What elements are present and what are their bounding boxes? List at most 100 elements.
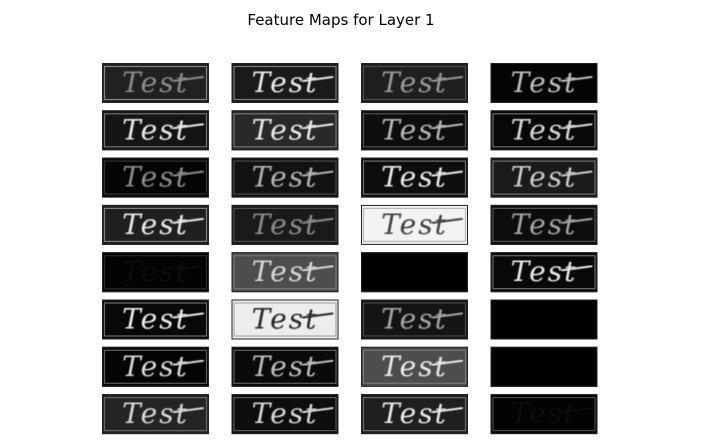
feature-map-frame <box>362 160 467 195</box>
feature-map-r8-c4: Test <box>490 394 598 435</box>
feature-map-image <box>231 204 339 245</box>
feature-map-text: Test <box>252 350 319 383</box>
feature-map-stroke <box>302 407 334 414</box>
feature-map-border <box>490 63 598 103</box>
feature-map-r6-c1: Test <box>102 299 209 340</box>
feature-map-frame <box>103 255 208 290</box>
feature-map-text: Test <box>381 66 448 99</box>
feature-map-r7-c2: Test <box>231 346 339 387</box>
feature-map-image <box>231 346 339 387</box>
feature-map-stroke <box>561 265 593 272</box>
feature-map-stroke <box>172 407 204 414</box>
feature-map-border <box>361 299 468 340</box>
feature-map-r4-c1: Test <box>102 204 209 245</box>
feature-map-border <box>231 346 339 387</box>
feature-map-text: Test <box>511 66 578 99</box>
feature-map-image <box>102 63 209 103</box>
feature-map-border <box>102 157 209 198</box>
feature-map-border <box>231 204 339 245</box>
feature-map-image <box>490 110 598 151</box>
feature-map-image <box>231 299 339 340</box>
feature-map-stroke <box>172 265 204 272</box>
feature-map-border <box>490 252 598 293</box>
feature-map-stroke <box>302 217 334 224</box>
feature-map-frame <box>362 349 467 384</box>
feature-map-border <box>361 346 468 387</box>
feature-map-image <box>231 252 339 293</box>
feature-map-image <box>102 157 209 198</box>
feature-map-r1-c3: Test <box>361 63 468 103</box>
feature-map-border <box>490 299 598 340</box>
feature-map-frame <box>233 302 337 337</box>
feature-map-stroke <box>561 170 593 177</box>
feature-map-text: Test <box>252 255 319 288</box>
feature-map-frame <box>362 65 467 101</box>
feature-map-text: Test <box>381 397 448 430</box>
feature-map-text: Test <box>381 113 448 146</box>
feature-map-image <box>361 394 468 435</box>
feature-map-stroke <box>561 407 593 414</box>
feature-map-r6-c3: Test <box>361 299 468 340</box>
feature-map-text: Test <box>511 208 578 241</box>
feature-map-text: Test <box>122 397 189 430</box>
feature-map-stroke <box>561 76 593 82</box>
feature-map-text: Test <box>122 255 189 288</box>
feature-map-stroke <box>431 312 463 319</box>
feature-map-r6-c4 <box>490 299 598 340</box>
feature-map-r4-c3: Test <box>361 204 468 245</box>
feature-map-r7-c1: Test <box>102 346 209 387</box>
feature-map-image <box>361 299 468 340</box>
feature-map-text: Test <box>122 208 189 241</box>
feature-map-stroke <box>431 359 463 366</box>
feature-map-r5-c4: Test <box>490 252 598 293</box>
feature-map-r2-c1: Test <box>102 110 209 151</box>
feature-map-stroke <box>172 359 204 366</box>
feature-map-r2-c4: Test <box>490 110 598 151</box>
feature-map-border <box>490 157 598 198</box>
feature-map-frame <box>233 397 337 432</box>
feature-map-stroke <box>561 123 593 130</box>
feature-map-border <box>231 394 339 435</box>
feature-map-stroke <box>302 265 334 272</box>
feature-map-text: Test <box>122 66 189 99</box>
feature-map-frame <box>103 160 208 195</box>
feature-map-stroke <box>302 123 334 130</box>
feature-map-frame <box>492 160 596 195</box>
feature-map-text: Test <box>381 303 448 336</box>
feature-map-frame <box>233 349 337 384</box>
feature-map-image <box>102 110 209 151</box>
feature-map-border <box>490 346 598 387</box>
feature-map-image <box>231 110 339 151</box>
feature-map-image <box>231 394 339 435</box>
feature-map-border <box>102 63 209 103</box>
feature-map-frame <box>233 255 337 290</box>
feature-map-border <box>361 394 468 435</box>
feature-map-r3-c4: Test <box>490 157 598 198</box>
feature-map-border <box>102 299 209 340</box>
feature-map-text: Test <box>252 161 319 194</box>
feature-map-image <box>102 252 209 293</box>
feature-map-stroke <box>302 359 334 366</box>
feature-map-stroke <box>302 170 334 177</box>
feature-map-text: Test <box>511 113 578 146</box>
feature-map-image <box>490 157 598 198</box>
feature-map-border <box>361 204 468 245</box>
feature-map-r1-c2: Test <box>231 63 339 103</box>
feature-map-r5-c2: Test <box>231 252 339 293</box>
feature-map-r4-c4: Test <box>490 204 598 245</box>
feature-map-border <box>102 204 209 245</box>
feature-map-image <box>361 157 468 198</box>
feature-map-r5-c1: Test <box>102 252 209 293</box>
feature-map-frame <box>233 207 337 242</box>
feature-map-image <box>490 394 598 435</box>
feature-map-stroke <box>172 312 204 319</box>
feature-map-stroke <box>431 170 463 177</box>
feature-map-image <box>361 204 468 245</box>
feature-map-border <box>102 252 209 293</box>
feature-map-r6-c2: Test <box>231 299 339 340</box>
feature-map-r2-c2: Test <box>231 110 339 151</box>
feature-map-frame <box>103 207 208 242</box>
feature-map-frame <box>103 397 208 432</box>
feature-map-r1-c1: Test <box>102 63 209 103</box>
feature-map-text: Test <box>511 255 578 288</box>
